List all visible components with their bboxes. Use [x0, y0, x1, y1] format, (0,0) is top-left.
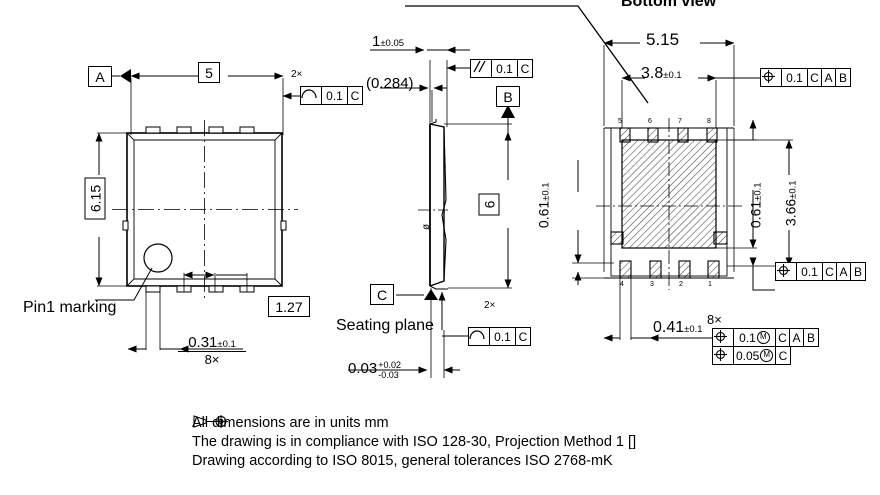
position-mid-datum-b: B [853, 264, 862, 279]
bottom-view-pad-count: 8× [707, 312, 722, 327]
bottom-view-pad-length-left: 0.61±0.1 [535, 182, 552, 229]
datum-c-box: C [370, 284, 394, 305]
position-icon [713, 347, 734, 364]
profile-of-a-surface-icon [301, 87, 322, 104]
position-pads1-datum-c: C [776, 329, 790, 346]
profile-of-a-surface-icon [469, 328, 490, 345]
lead-width-value: 0.31±0.1 [188, 334, 236, 351]
position-mid-value: 0.1 [797, 263, 823, 280]
pin-number-1: 1 [708, 281, 712, 288]
top-view-width-dim-box: 5 [198, 62, 220, 83]
lead-width-tolerance: ±0.1 [217, 339, 236, 350]
top-view-profile-count: 2× [291, 69, 303, 80]
notes-line-2-close: ] [632, 434, 637, 450]
side-view-coplanarity-value: 0.1 [490, 328, 516, 345]
notes-block: All dimensions are in units mm The drawi… [192, 414, 636, 471]
side-view-parallelism-value: 0.1 [492, 60, 518, 77]
position-pads1-datum-b: B [806, 330, 815, 345]
mmc-modifier-icon: M [760, 349, 773, 362]
pin-number-4: 4 [620, 281, 624, 288]
side-view-standoff-dimension: 0.03 +0.02 -0.03 [348, 360, 401, 380]
pin-number-2: 2 [679, 281, 683, 288]
top-view-height-value: 6.15 [87, 184, 103, 213]
position-pads2-datum-c: C [778, 348, 788, 363]
bottom-view-position-fcf-top: 0.1 C A B [760, 68, 851, 87]
pin-number-5: 5 [618, 118, 622, 125]
side-view-parallelism-datum: C [520, 61, 530, 76]
position-icon [776, 263, 797, 280]
position-pads2-value: 0.05 [736, 348, 760, 363]
pin1-marking-label: Pin1 marking [23, 299, 117, 316]
side-view-thickness-dimension: 1±0.05 [372, 33, 405, 50]
bottom-view-pad-span-width: 3.8±0.1 [641, 65, 682, 82]
datum-a-label: A [95, 68, 105, 85]
side-view-parallelism-fcf: 0.1 C [470, 59, 533, 78]
notes-line-3: Drawing according to ISO 8015, general t… [192, 453, 613, 469]
pin-number-8: 8 [707, 118, 711, 125]
position-mid-datum-a: A [837, 263, 851, 280]
datum-b-label: B [503, 88, 513, 105]
position-top-value: 0.1 [782, 69, 808, 86]
diameter-icon: ø [421, 223, 433, 231]
pad-length-tolerance: ±0.1 [752, 182, 764, 201]
side-view-coplanarity-fcf: 0.1 C [468, 327, 531, 346]
top-view-height-dim-box: 6.15 [84, 177, 106, 220]
pad-length-left-tolerance: ±0.1 [540, 182, 552, 201]
body-height-tolerance: ±0.1 [787, 180, 799, 199]
top-view-profile-datum: C [350, 88, 360, 103]
bottom-view-position-fcf-mid: 0.1 C A B [775, 262, 866, 281]
lead-count: 8× [178, 351, 246, 367]
side-view-thickness-tolerance: ±0.05 [380, 38, 405, 49]
side-view-standoff-lower: -0.03 [378, 369, 399, 380]
datum-a-box: A [88, 66, 112, 87]
pin-number-7: 7 [678, 118, 682, 125]
position-top-datum-c: C [808, 69, 822, 86]
side-view-coplanarity-datum: C [518, 329, 528, 344]
position-pads1-value: 0.1 [739, 330, 756, 345]
bottom-view-pad-length-right: 0.61±0.1 [747, 182, 764, 229]
side-view-standoff-ref: (0.284) [366, 75, 414, 92]
top-view-width-value: 5 [205, 64, 213, 81]
top-view-profile-value: 0.1 [322, 87, 348, 104]
bottom-view-body-height: 3.66±0.1 [782, 180, 799, 227]
bottom-view-overall-width: 5.15 [646, 30, 680, 49]
notes-line-1: All dimensions are in units mm [192, 415, 389, 431]
top-view-pitch-dim-box: 1.27 [268, 296, 310, 317]
bottom-view-pad-width: 0.41±0.1 [653, 319, 703, 336]
position-mid-datum-c: C [823, 263, 837, 280]
pin-number-3: 3 [650, 281, 654, 288]
position-top-datum-b: B [838, 70, 847, 85]
lead-width-dimension: 0.31±0.1 8× [178, 334, 246, 367]
side-view-height-value: 6 [481, 200, 497, 209]
seating-plane-label: Seating plane [336, 317, 434, 334]
position-pads1-datum-a: A [790, 329, 804, 346]
side-view-height-dim-box: 6 [478, 193, 500, 216]
side-view-standoff-upper: +0.02 [378, 360, 401, 370]
notes-line-2: The drawing is in compliance with ISO 12… [192, 415, 637, 452]
pin-number-6: 6 [648, 118, 652, 125]
notes-line-2-text: The drawing is in compliance with ISO 12… [192, 434, 633, 450]
position-icon [761, 69, 782, 86]
top-view-profile-fcf: 0.1 C [300, 86, 363, 105]
datum-b-box: B [496, 86, 520, 107]
pad-width-tolerance: ±0.1 [684, 324, 703, 335]
datum-c-label: C [376, 286, 388, 303]
side-view-coplanarity-count: 2× [484, 300, 496, 311]
bottom-view-pad-span-tolerance: ±0.1 [663, 70, 682, 81]
position-top-datum-a: A [822, 69, 836, 86]
bottom-view-title: Bottom view [621, 0, 717, 10]
position-icon [713, 329, 734, 346]
top-view-pitch-value: 1.27 [275, 298, 303, 315]
mmc-modifier-icon: M [756, 331, 770, 344]
parallelism-icon [471, 60, 492, 77]
